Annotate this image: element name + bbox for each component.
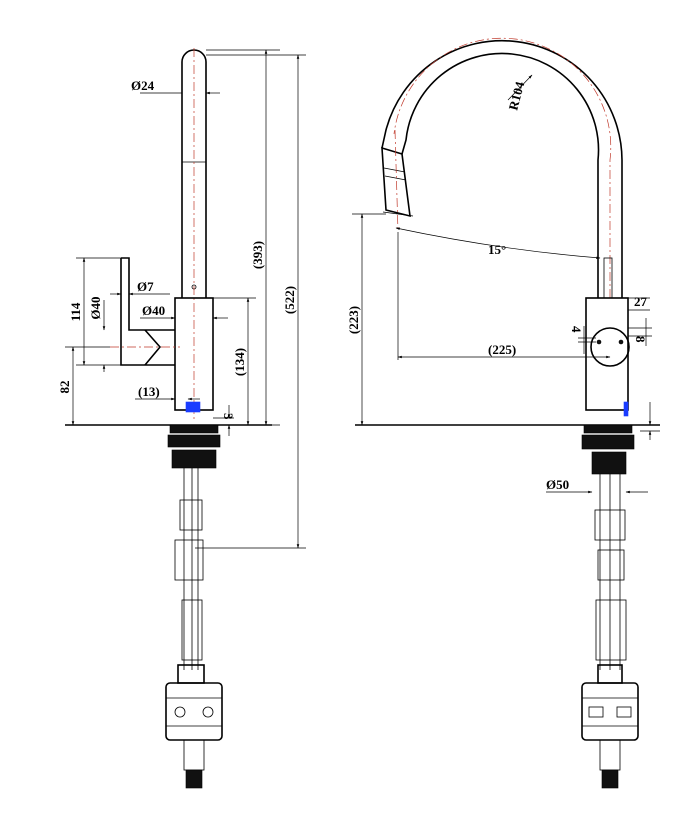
dim-522-label: (522): [282, 286, 297, 314]
dim-15-arc: [395, 227, 601, 259]
spray-head-ring-a: [383, 167, 406, 173]
dim-3-label: 3: [221, 413, 236, 420]
hose-fitting-front: [594, 509, 626, 541]
hose-sleeve-side: [181, 599, 203, 661]
dim-d40v-label: Ø40: [88, 296, 103, 319]
hose-weight-side: [165, 682, 223, 741]
dim-393-label: (393): [250, 241, 265, 269]
weight-screw-left: [174, 706, 186, 718]
hose-clip-side: [174, 539, 204, 581]
mount-flange-front: [583, 424, 633, 434]
weight-slot-left: [588, 706, 604, 718]
gooseneck-outer: [381, 39, 623, 298]
dim-82-label: 82: [57, 381, 72, 394]
dim-d50-label: Ø50: [546, 477, 569, 492]
mount-nut-side: [167, 434, 221, 448]
lever-cone: [144, 329, 162, 366]
hose-fitting-side: [179, 499, 203, 531]
dim-8-label: 8: [633, 336, 648, 343]
hose-clip-front: [597, 549, 625, 581]
side-view: Ø24 (393) (522) (134) Ø40 Ø7 114 Ø40: [57, 48, 306, 789]
dim-r104-label: R104: [505, 80, 527, 112]
lever-stem-front: [603, 257, 613, 299]
hose-weight-front: [581, 682, 639, 741]
lever-hole-right: [618, 339, 624, 345]
mount-flange-side: [169, 424, 219, 434]
weight-screw-right: [202, 706, 214, 718]
dim-r104-leader: [507, 74, 533, 101]
spray-head-outlet: [382, 211, 414, 217]
dim-d24-label: Ø24: [131, 78, 155, 93]
dim-4-label: 4: [569, 326, 584, 333]
mount-nut-front: [581, 434, 635, 450]
hose-thread-front: [601, 769, 619, 789]
mount-thread-front: [591, 451, 627, 475]
blue-marker-front: [623, 401, 629, 417]
dim-d7-label: Ø7: [137, 279, 154, 294]
dim-d40h-label: Ø40: [142, 303, 165, 318]
hose-end-front: [599, 739, 621, 771]
weight-slot-right: [616, 706, 632, 718]
blue-marker-side: [185, 401, 201, 413]
dim-27-label: 27: [634, 294, 648, 309]
dim-225-label: (225): [488, 342, 516, 357]
dim-114-label: 114: [68, 302, 83, 321]
dim-13-label: (13): [138, 384, 160, 399]
mount-thread-side: [171, 449, 217, 469]
hose-nut-side: [177, 664, 205, 684]
dim-134-label: (134): [232, 348, 247, 376]
gooseneck-inner: [401, 52, 600, 298]
spray-centerline: [394, 129, 399, 233]
dim-223-label: (223): [346, 306, 361, 334]
spray-head: [381, 146, 411, 218]
dim-15-label: 15°: [488, 242, 506, 257]
lever-hole-left: [596, 339, 602, 345]
lever-cap-front: [590, 327, 630, 367]
spray-head-ring-b: [384, 175, 407, 181]
hose-thread-side: [185, 769, 203, 789]
hose-end-side: [183, 739, 205, 771]
front-view: R104 15° (223) (225) 27 8 4 Ø50: [346, 37, 660, 789]
gooseneck-centerline: [393, 37, 612, 298]
hose-sleeve-front: [595, 599, 627, 661]
